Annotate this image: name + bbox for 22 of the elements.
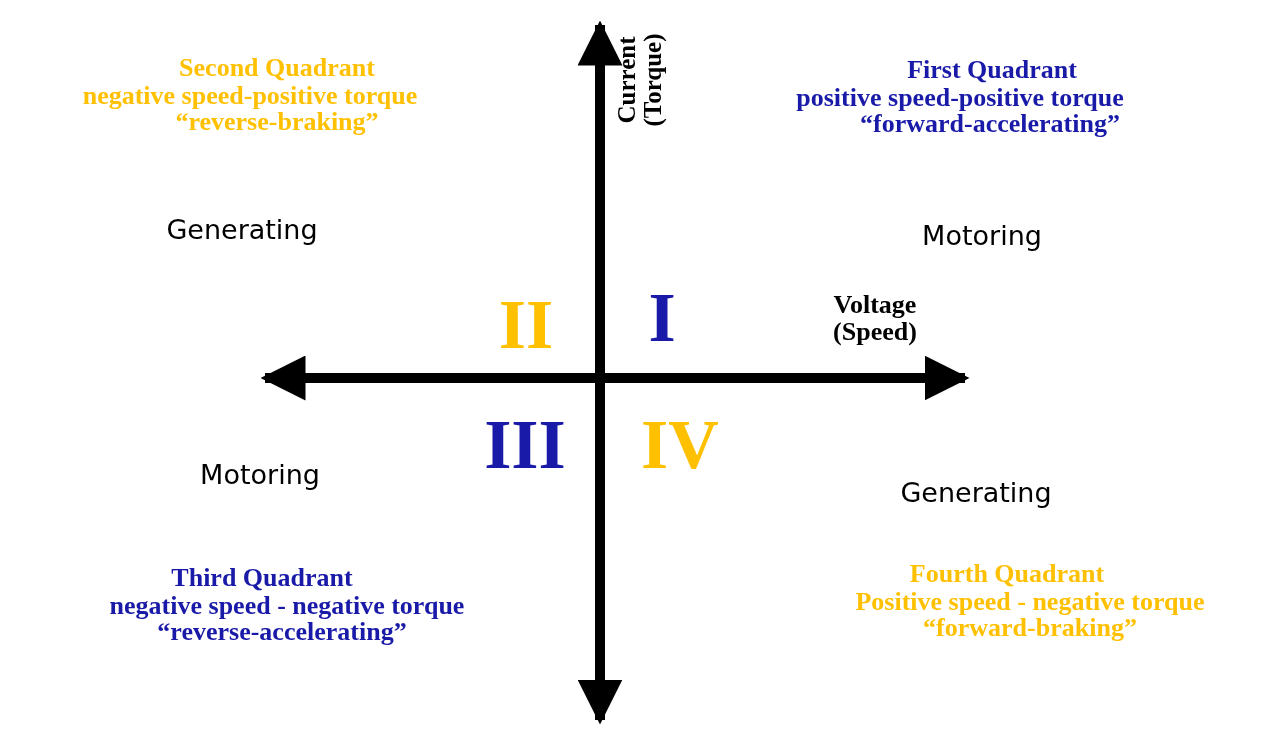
- quadrant-title: Fourth Quadrant: [909, 560, 1105, 588]
- quadrant-numeral: III: [484, 408, 566, 482]
- quadrant-description: positive speed-positive torque: [796, 84, 1124, 112]
- region-label: Generating: [900, 478, 1052, 508]
- region-label: Generating: [166, 215, 318, 245]
- quadrant-description: negative speed-positive torque: [82, 82, 418, 110]
- region-label: Motoring: [922, 221, 1042, 251]
- quadrant-title: First Quadrant: [907, 56, 1077, 84]
- region-label: Motoring: [200, 460, 320, 490]
- quadrant-numeral: IV: [641, 408, 719, 482]
- quadrant-mode: “reverse-accelerating”: [157, 618, 407, 646]
- quadrant-numeral: I: [648, 281, 676, 355]
- quadrant-description: negative speed - negative torque: [109, 592, 465, 620]
- quadrant-title: Second Quadrant: [179, 54, 375, 82]
- quadrant-title: Third Quadrant: [171, 564, 353, 592]
- axis-label: Current (Torque): [613, 32, 667, 128]
- quadrant-numeral: II: [498, 288, 554, 362]
- quadrant-mode: “forward-accelerating”: [860, 110, 1120, 138]
- quadrant-mode: “reverse-braking”: [175, 108, 379, 136]
- quadrant-mode: “forward-braking”: [923, 614, 1137, 642]
- quadrant-description: Positive speed - negative torque: [855, 588, 1205, 616]
- axis-label: Voltage (Speed): [832, 290, 918, 346]
